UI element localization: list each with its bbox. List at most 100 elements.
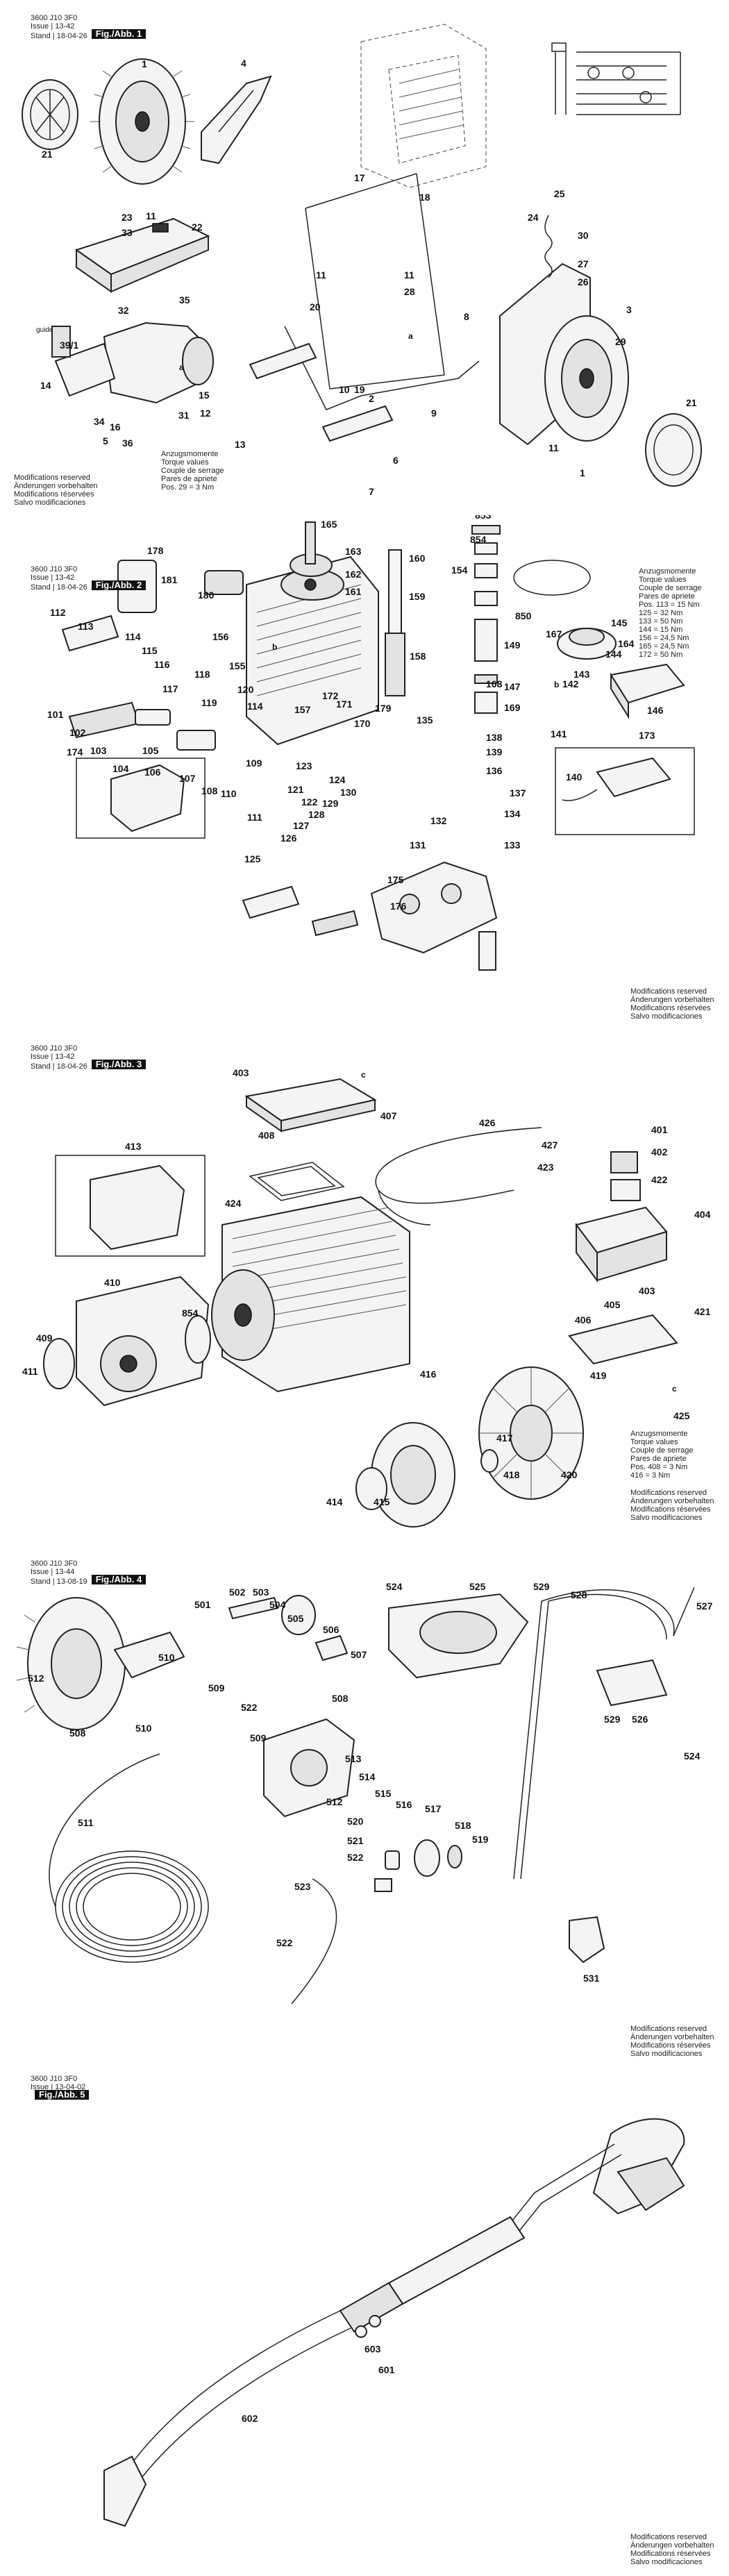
callout-133: 133 — [504, 839, 521, 851]
spray-gun — [506, 2118, 685, 2239]
callout-422: 422 — [651, 1174, 668, 1185]
callout-426: 426 — [479, 1117, 496, 1128]
callout-108: 108 — [201, 785, 218, 796]
callout-516: 516 — [396, 1799, 412, 1810]
callout-421: 421 — [694, 1306, 711, 1317]
callout-11d: 11 — [548, 442, 559, 453]
callout-509b: 509 — [250, 1732, 267, 1743]
callout-33: 33 — [122, 227, 133, 238]
motor-body — [211, 1196, 410, 1393]
callout-174: 174 — [67, 746, 83, 758]
callout-10: 10 — [339, 384, 350, 395]
washer-417 — [480, 1449, 498, 1473]
callout-521: 521 — [347, 1835, 364, 1846]
callout-16: 16 — [110, 421, 121, 433]
callout-111: 111 — [247, 812, 262, 823]
page-header: 3600 J10 3F0 Issue | 13-42 Stand | 18-04… — [31, 1044, 146, 1071]
fig-badge: Fig./Abb. 1 — [91, 29, 146, 39]
callout-529: 529 — [533, 1581, 550, 1592]
doc-id: 3600 J10 3F0 — [31, 565, 78, 574]
exploded-view-4: 501 502 503 504 505 506 507 510 512 509 … — [16, 1581, 713, 2005]
callout-26: 26 — [578, 276, 589, 287]
callout-2: 2 — [369, 393, 374, 404]
callout-147: 147 — [504, 681, 521, 692]
callout-416: 416 — [420, 1369, 437, 1380]
electronics-173 — [555, 747, 695, 835]
callout-1: 1 — [142, 58, 147, 69]
callout-524b: 524 — [684, 1750, 701, 1762]
board-406 — [568, 1314, 678, 1365]
page-header: 3600 J10 3F0 Issue | 13-44 Stand | 13-08… — [31, 1559, 146, 1586]
trolley-handle-inner — [520, 1594, 667, 1880]
callout-120: 120 — [237, 684, 254, 695]
callout-501: 501 — [194, 1599, 211, 1610]
housing-cover — [74, 217, 210, 293]
callout-126: 126 — [280, 833, 297, 844]
callout-602: 602 — [242, 2413, 258, 2424]
callout-13: 13 — [235, 439, 246, 450]
callout-112: 112 — [50, 607, 66, 618]
callout-502: 502 — [229, 1587, 246, 1598]
pump-unit — [51, 321, 214, 404]
callout-142: 142 — [562, 678, 579, 689]
callout-513: 513 — [345, 1753, 362, 1764]
callout-517: 517 — [425, 1803, 442, 1814]
callout-20: 20 — [310, 301, 321, 312]
fan-419 — [478, 1366, 584, 1500]
callout-7: 7 — [369, 486, 374, 497]
callout-418: 418 — [503, 1469, 520, 1480]
panel-525 — [388, 1593, 529, 1679]
callout-504: 504 — [269, 1599, 286, 1610]
callout-409: 409 — [36, 1332, 53, 1344]
callout-105: 105 — [142, 745, 159, 756]
callout-11b: 11 — [316, 269, 326, 281]
stand: Stand | 18-04-26 — [31, 1062, 87, 1071]
callout-419: 419 — [590, 1370, 607, 1381]
callout-138: 138 — [486, 732, 503, 743]
hose-523 — [291, 1878, 337, 2005]
callout-508b: 508 — [332, 1693, 349, 1704]
callout-180: 180 — [198, 589, 215, 601]
hook-531 — [569, 1916, 605, 1964]
callout-401: 401 — [651, 1124, 668, 1135]
gasket-424 — [249, 1162, 345, 1201]
callout-512b: 512 — [326, 1796, 343, 1807]
callout-420: 420 — [561, 1469, 578, 1480]
callout-514: 514 — [359, 1771, 376, 1782]
callout-146: 146 — [647, 705, 664, 716]
nozzle-601 — [339, 2282, 404, 2338]
callout-119: 119 — [201, 697, 217, 708]
wheel-right — [499, 262, 702, 487]
o-ring-853 — [513, 560, 617, 660]
callout-131: 131 — [410, 839, 426, 851]
page-header: 3600 J10 3F0 Issue | 13-42 Stand | 18-04… — [31, 14, 146, 40]
callout-35: 35 — [179, 294, 190, 306]
callout-149: 149 — [504, 639, 521, 651]
callout-118: 118 — [194, 669, 210, 680]
trolley-handle — [513, 1587, 695, 1880]
callout-22: 22 — [192, 221, 203, 233]
callout-154: 154 — [451, 564, 468, 576]
callout-135: 135 — [417, 714, 433, 726]
callout-515: 515 — [375, 1788, 392, 1799]
callout-518: 518 — [455, 1820, 471, 1831]
callout-171: 171 — [336, 699, 353, 710]
callout-1b: 1 — [580, 467, 585, 478]
callout-8: 8 — [464, 311, 469, 322]
callout-164: 164 — [618, 638, 635, 649]
callout-413: 413 — [125, 1141, 142, 1152]
callout-403b: 403 — [639, 1285, 655, 1296]
lance-tip — [103, 2455, 147, 2527]
callout-157: 157 — [294, 704, 311, 715]
callout-9: 9 — [431, 408, 437, 419]
callout-30: 30 — [578, 230, 589, 241]
seal-854 — [185, 1315, 211, 1364]
callout-4: 4 — [241, 58, 246, 69]
callout-156: 156 — [212, 631, 229, 642]
doc-id: 3600 J10 3F0 — [31, 2075, 78, 2083]
stand: Stand | 18-04-26 — [31, 32, 87, 40]
callout-c2: c — [672, 1384, 677, 1394]
callout-117: 117 — [162, 683, 178, 694]
callout-509: 509 — [208, 1682, 225, 1693]
